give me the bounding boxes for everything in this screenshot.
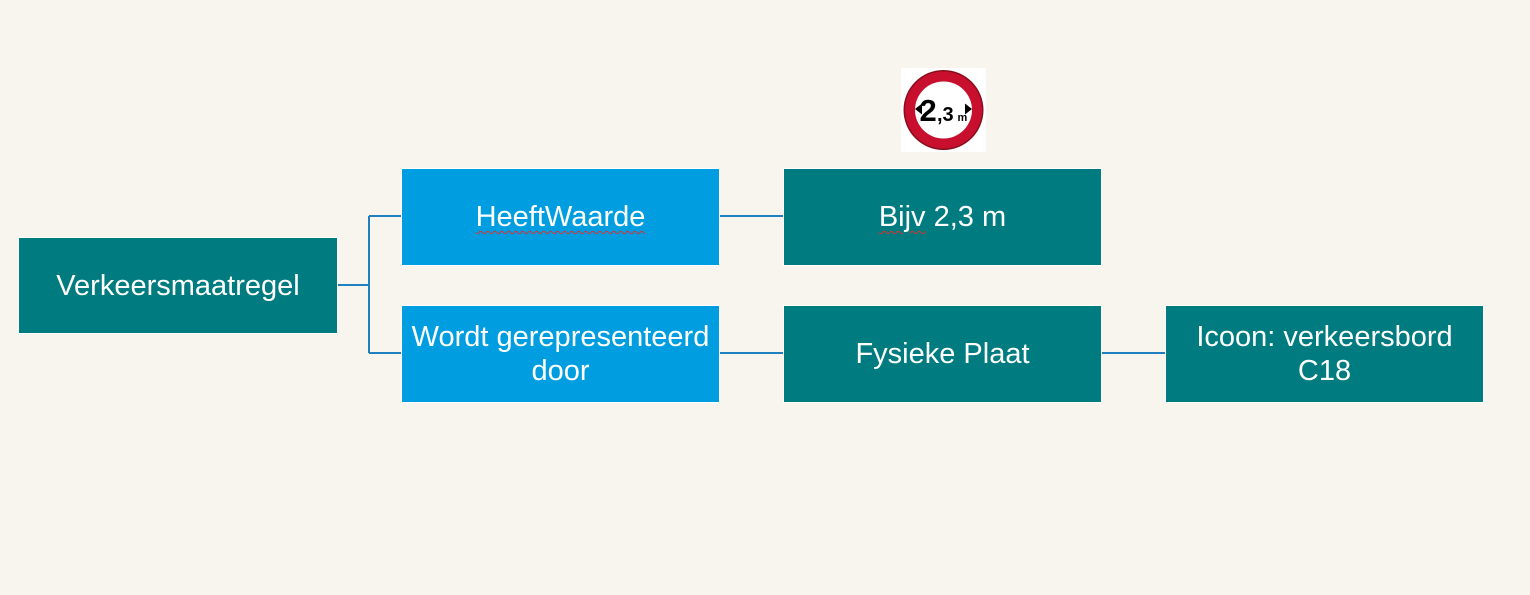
node-wordt-gerepresenteerd-door-label: Wordt gerepresenteerd door (411, 321, 710, 387)
node-fysieke-plaat: Fysieke Plaat (783, 305, 1102, 403)
traffic-sign-c18-icon: 2 ,3 m (901, 68, 986, 152)
bijv-word: Bijv (878, 201, 926, 233)
node-fysieke-plaat-label: Fysieke Plaat (855, 338, 1030, 370)
node-verkeersmaatregel: Verkeersmaatregel (18, 237, 338, 334)
sign-number: 2 (920, 93, 937, 128)
node-icoon-verkeersbord: Icoon: verkeersbord C18 (1165, 305, 1484, 403)
sign-unit: m (958, 112, 968, 124)
node-wordt-gerepresenteerd-door: Wordt gerepresenteerd door (401, 305, 720, 403)
node-heeftwaarde: HeeftWaarde (401, 168, 720, 266)
node-icoon-verkeersbord-label: Icoon: verkeersbord C18 (1196, 321, 1453, 387)
node-bijv-value-label: Bijv 2,3 m (879, 200, 1006, 234)
node-bijv-value: Bijv 2,3 m (783, 168, 1102, 266)
sign-decimal: ,3 (937, 104, 954, 126)
bijv-value-text: 2,3 m (925, 201, 1007, 233)
node-heeftwaarde-label: HeeftWaarde (475, 201, 646, 233)
node-verkeersmaatregel-label: Verkeersmaatregel (56, 269, 300, 302)
